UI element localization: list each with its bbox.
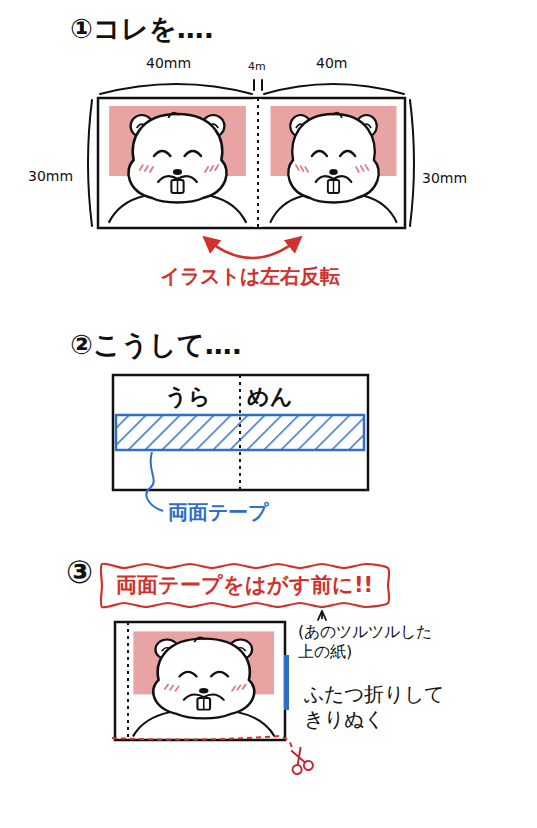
step3-sheet <box>112 622 292 750</box>
dimension: 30mm <box>422 170 467 188</box>
instruction: ふたつ折りして きりぬく <box>304 682 474 732</box>
node-text: めん <box>247 383 293 411</box>
step1-sheet <box>98 98 405 228</box>
dimension-brackets <box>88 80 414 226</box>
step-heading: ②こうして…. <box>70 328 242 362</box>
dimension: 4m <box>248 60 266 74</box>
scissors-icon <box>286 745 314 775</box>
dimension: 30mm <box>28 168 73 186</box>
pointer-arrow <box>321 612 323 619</box>
dimension: 40mm <box>146 55 191 73</box>
step-heading: ①コレを…. <box>70 12 214 46</box>
node-text: 両面テープをはがす前に!! <box>100 562 390 608</box>
back-side-sheet: うら めん <box>113 375 368 490</box>
note: (あのツルツルした 上の紙) <box>298 622 458 662</box>
tape-leader <box>146 452 163 511</box>
dimension: 40m <box>316 55 347 73</box>
step-number: ③ <box>66 552 93 592</box>
flip-arrow <box>205 238 300 258</box>
tape-strip <box>116 415 364 450</box>
warning-bubble: 両面テープをはがす前に!! <box>100 562 390 609</box>
node-text: うら <box>165 383 211 411</box>
note: イラストは左右反転 <box>160 264 340 289</box>
tape-label: 両面テープ <box>168 500 268 525</box>
